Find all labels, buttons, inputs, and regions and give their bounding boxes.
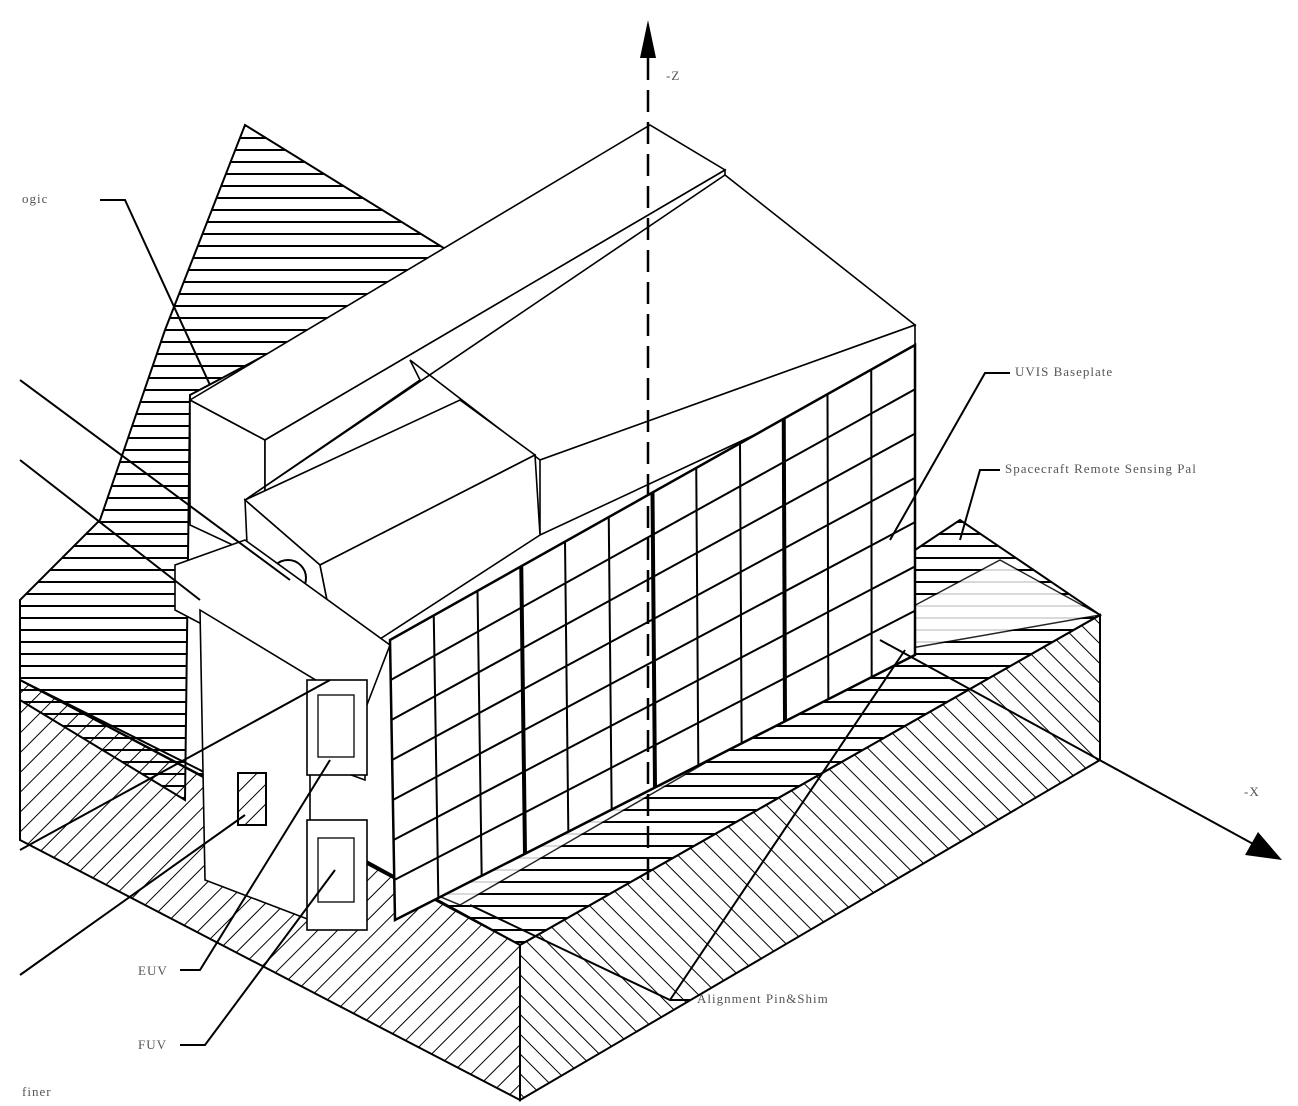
grid-rib (519, 566, 527, 854)
grid-rib (739, 443, 743, 744)
uvis-baseplate-label: UVIS Baseplate (1015, 364, 1113, 379)
pallet-label: Spacecraft Remote Sensing Pal (1005, 461, 1197, 476)
grid-rib (650, 492, 657, 788)
grid-rib (826, 394, 830, 700)
grid-rib (393, 609, 916, 881)
grid-panel-ribs (390, 369, 916, 898)
spectrograph-box (174, 539, 391, 712)
grid-rib (391, 476, 916, 761)
logic-label: ogic (22, 191, 48, 206)
grid-rib (390, 432, 916, 721)
grid-rib (781, 418, 787, 722)
x-axis (879, 639, 1256, 846)
z-axis-arrow-icon (640, 20, 656, 58)
fuv-housing (306, 819, 368, 931)
fuv-label: FUV (138, 1037, 167, 1052)
hatched-port (237, 772, 267, 826)
grid-rib (564, 541, 570, 832)
grid-rib (432, 615, 440, 898)
grid-rib (695, 467, 700, 766)
grid-rib (390, 388, 916, 681)
grid-rib (476, 590, 483, 876)
alignment-label: Alignment Pin&Shim (697, 991, 829, 1006)
z-axis-label: -Z (666, 68, 680, 83)
leader-lines (19, 199, 1010, 1046)
grid-rib (392, 521, 916, 801)
euv-housing (306, 679, 368, 776)
x-axis-label: -X (1244, 784, 1260, 799)
grid-rib (393, 565, 916, 841)
euv-label: EUV (138, 963, 168, 978)
finer-label: finer (22, 1084, 52, 1099)
grid-rib (607, 517, 613, 810)
x-axis-arrow-icon (1245, 832, 1282, 860)
